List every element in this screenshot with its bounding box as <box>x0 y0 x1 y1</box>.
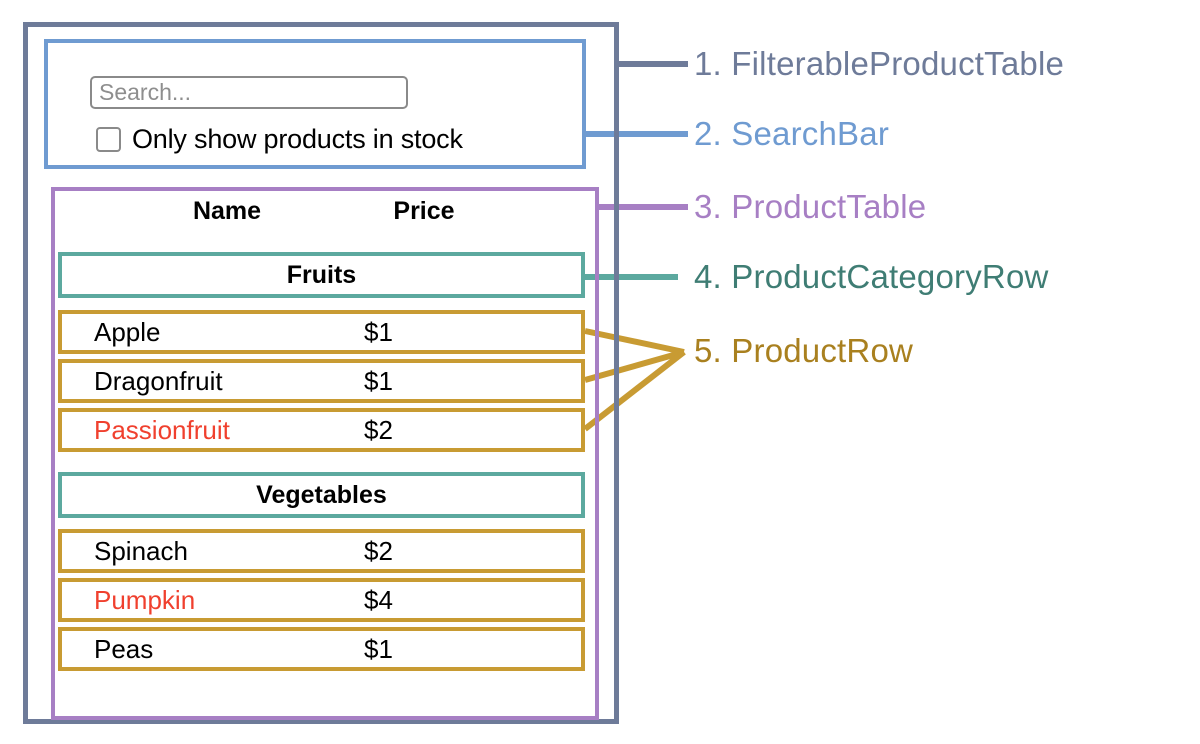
product-category-row: Fruits <box>58 252 585 298</box>
product-name: Spinach <box>94 535 188 566</box>
product-price: $1 <box>364 316 393 347</box>
product-price: $4 <box>364 584 393 615</box>
product-row: Spinach $2 <box>58 529 585 573</box>
product-name: Peas <box>94 633 154 664</box>
legend-label-search-bar: 2. SearchBar <box>694 115 890 152</box>
search-bar-boundary <box>44 39 586 169</box>
search-input[interactable] <box>90 76 408 109</box>
product-row: Passionfruit $2 <box>58 408 585 452</box>
product-name: Pumpkin <box>94 584 196 615</box>
column-header-price: Price <box>393 197 455 225</box>
product-row: Apple $1 <box>58 310 585 354</box>
product-row: Peas $1 <box>58 627 585 671</box>
legend-label-product-category-row: 4. ProductCategoryRow <box>694 258 1049 295</box>
in-stock-checkbox[interactable] <box>96 127 121 152</box>
product-price: $1 <box>364 365 393 396</box>
product-row: Pumpkin $4 <box>58 578 585 622</box>
product-category-label: Vegetables <box>256 480 387 509</box>
product-price: $2 <box>364 535 393 566</box>
filterable-product-table-boundary <box>23 22 619 724</box>
product-price: $1 <box>364 633 393 664</box>
legend-label-product-table: 3. ProductTable <box>694 188 927 225</box>
legend-label-filterable-product-table: 1. FilterableProductTable <box>694 45 1065 82</box>
product-name: Dragonfruit <box>94 365 223 396</box>
product-category-label: Fruits <box>286 260 357 289</box>
product-price: $2 <box>364 414 393 445</box>
column-header-name: Name <box>192 197 262 225</box>
in-stock-checkbox-label: Only show products in stock <box>132 124 463 154</box>
product-name: Passionfruit <box>94 414 230 445</box>
legend-label-product-row: 5. ProductRow <box>694 332 914 369</box>
product-category-row: Vegetables <box>58 472 585 518</box>
product-table-boundary <box>51 187 599 720</box>
product-row: Dragonfruit $1 <box>58 359 585 403</box>
in-stock-filter-row[interactable]: Only show products in stock <box>96 124 463 155</box>
product-name: Apple <box>94 316 161 347</box>
